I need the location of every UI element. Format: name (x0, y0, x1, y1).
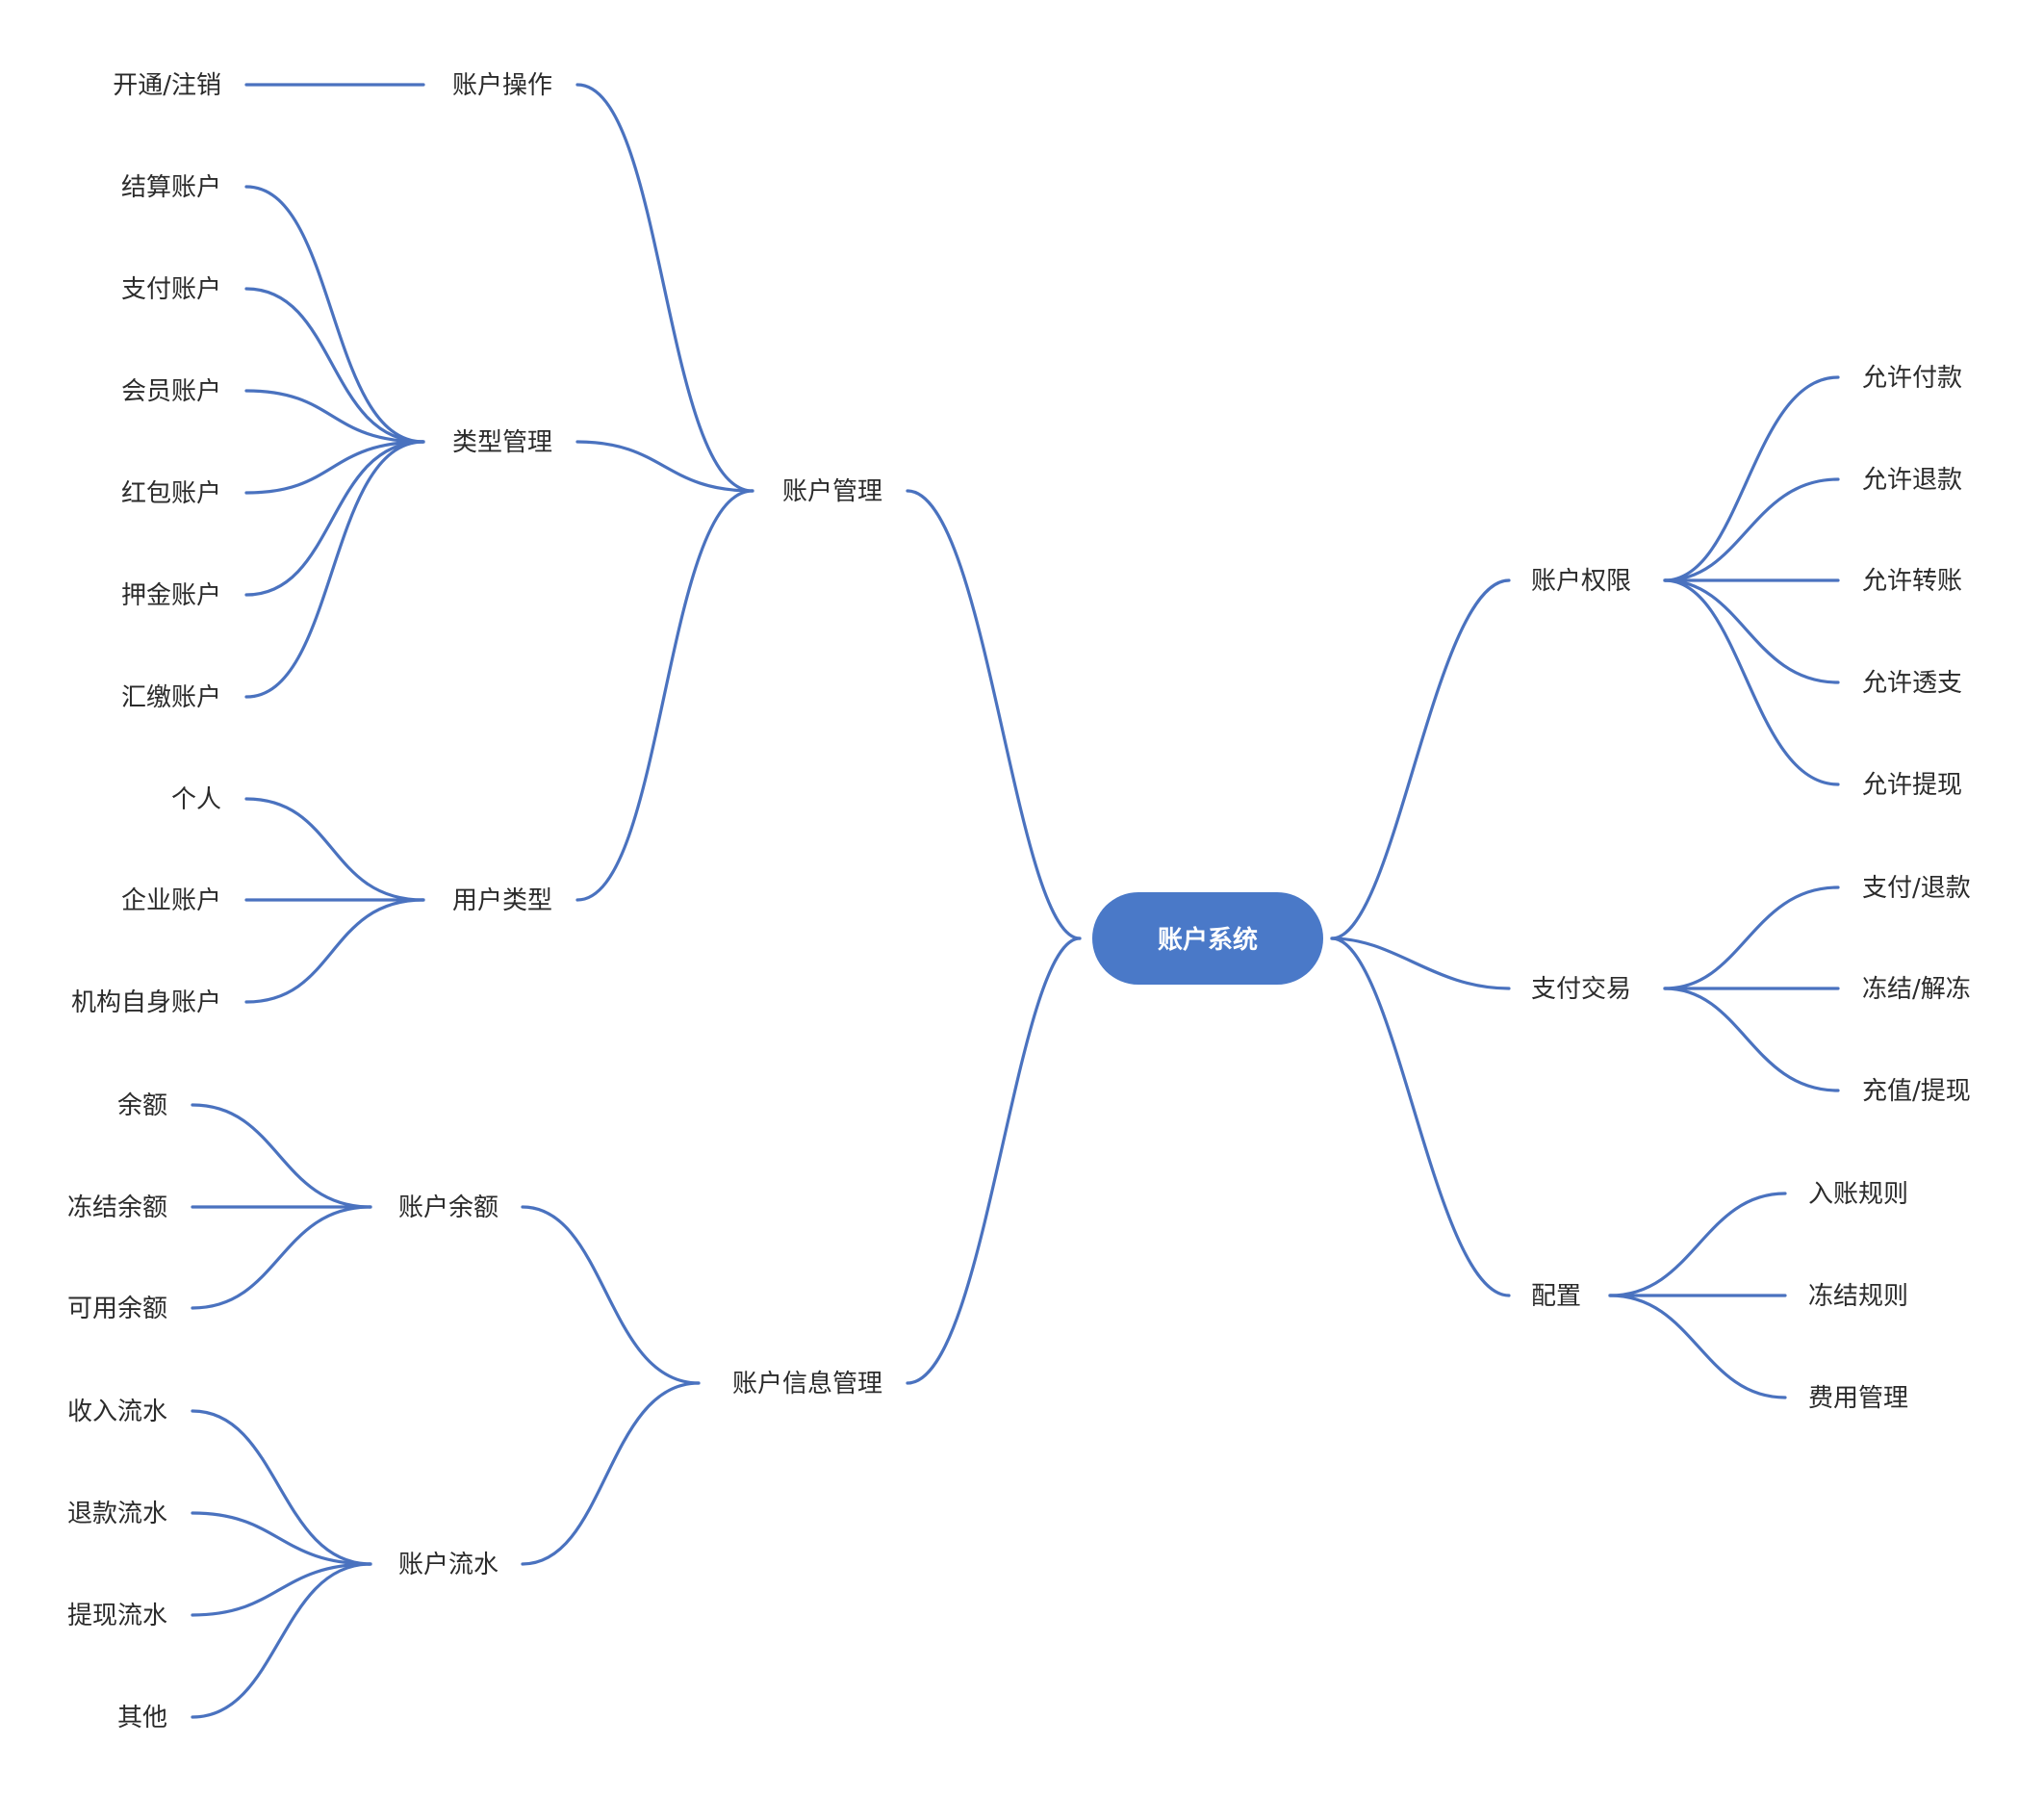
line-type-management-to-red-packet (244, 440, 425, 495)
line-permission-to-allow-withdraw (1663, 578, 1840, 786)
line-configuration-to-fee (1608, 1294, 1787, 1399)
leaf-personal[interactable]: 个人 (171, 785, 221, 814)
leaf-refund-flow[interactable]: 退款流水 (67, 1500, 167, 1528)
leaf-deposit-account[interactable]: 押金账户 (121, 581, 221, 610)
node-user-type[interactable]: 用户类型 (452, 886, 552, 915)
leaf-open-close[interactable]: 开通/注销 (113, 71, 221, 100)
leaf-recharge-withdraw[interactable]: 充值/提现 (1862, 1077, 1971, 1106)
node-account-operation[interactable]: 账户操作 (452, 71, 552, 100)
line-account-management-to-account-operation (575, 83, 754, 493)
line-root-to-account-permission (1330, 578, 1511, 940)
leaf-red-packet-account[interactable]: 红包账户 (121, 479, 221, 508)
connector-lines (191, 83, 1840, 1719)
node-configuration[interactable]: 配置 (1531, 1282, 1581, 1311)
line-info-management-to-flow (521, 1381, 701, 1566)
line-flow-to-income (191, 1409, 372, 1566)
root-label: 账户系统 (1158, 925, 1258, 955)
branch-payment-transaction: 支付交易 支付/退款 冻结/解冻 充值/提现 (1531, 874, 1971, 1106)
leaf-allow-refund[interactable]: 允许退款 (1862, 466, 1962, 495)
leaf-allow-pay[interactable]: 允许付款 (1862, 364, 1962, 393)
node-account-info-management[interactable]: 账户信息管理 (732, 1370, 882, 1398)
line-account-management-to-user-type (575, 489, 754, 902)
leaf-institution-account[interactable]: 机构自身账户 (71, 988, 221, 1017)
leaf-frozen-balance[interactable]: 冻结余额 (67, 1193, 167, 1222)
leaf-member-account[interactable]: 会员账户 (121, 377, 221, 406)
node-account-balance[interactable]: 账户余额 (398, 1193, 498, 1222)
line-info-management-to-balance (521, 1205, 701, 1385)
leaf-payment-account[interactable]: 支付账户 (121, 275, 221, 304)
branch-account-info-management: 账户信息管理 账户余额 余额 冻结余额 可用余额 账户流水 收入流水 退款流水 … (67, 1091, 882, 1732)
line-permission-to-allow-pay (1663, 375, 1840, 582)
leaf-available-balance[interactable]: 可用余额 (67, 1295, 167, 1323)
leaf-allow-transfer[interactable]: 允许转账 (1862, 567, 1962, 596)
node-type-management[interactable]: 类型管理 (452, 428, 552, 457)
line-user-type-to-institution (244, 898, 425, 1004)
line-root-to-payment-transaction (1330, 936, 1511, 990)
leaf-other[interactable]: 其他 (117, 1704, 167, 1732)
line-root-to-account-management (906, 489, 1082, 940)
node-account-permission[interactable]: 账户权限 (1531, 567, 1631, 596)
line-flow-to-other (191, 1562, 372, 1719)
line-permission-to-allow-overdraft (1663, 578, 1840, 684)
node-payment-transaction[interactable]: 支付交易 (1531, 975, 1631, 1004)
leaf-settlement-account[interactable]: 结算账户 (121, 173, 221, 202)
leaf-balance[interactable]: 余额 (117, 1091, 167, 1120)
line-permission-to-allow-refund (1663, 477, 1840, 582)
leaf-freeze-rule[interactable]: 冻结规则 (1808, 1282, 1908, 1311)
line-type-management-to-deposit (244, 440, 425, 597)
node-account-flow[interactable]: 账户流水 (398, 1551, 498, 1579)
leaf-pay-refund[interactable]: 支付/退款 (1862, 874, 1971, 903)
line-user-type-to-personal (244, 797, 425, 902)
leaf-fee-management[interactable]: 费用管理 (1808, 1384, 1908, 1413)
line-type-management-to-remittance (244, 440, 425, 699)
branch-account-permission: 账户权限 允许付款 允许退款 允许转账 允许透支 允许提现 (1531, 364, 1962, 800)
node-account-management[interactable]: 账户管理 (782, 477, 882, 506)
leaf-allow-withdraw[interactable]: 允许提现 (1862, 771, 1962, 800)
leaf-allow-overdraft[interactable]: 允许透支 (1862, 669, 1962, 698)
line-transaction-to-recharge-withdraw (1663, 987, 1840, 1092)
leaf-freeze-unfreeze[interactable]: 冻结/解冻 (1862, 975, 1971, 1004)
line-transaction-to-pay-refund (1663, 885, 1840, 990)
leaf-enterprise-account[interactable]: 企业账户 (121, 886, 221, 915)
line-type-management-to-settlement (244, 185, 425, 444)
branch-configuration: 配置 入账规则 冻结规则 费用管理 (1531, 1180, 1908, 1413)
line-root-to-configuration (1330, 936, 1511, 1297)
line-type-management-to-member (244, 389, 425, 444)
root-node[interactable]: 账户系统 (1092, 892, 1323, 985)
leaf-withdraw-flow[interactable]: 提现流水 (67, 1602, 167, 1630)
line-type-management-to-payment-account (244, 287, 425, 444)
line-root-to-account-info-management (906, 936, 1082, 1385)
leaf-income-flow[interactable]: 收入流水 (67, 1398, 167, 1426)
line-balance-to-available (191, 1205, 372, 1310)
line-flow-to-refund (191, 1511, 372, 1566)
root-pill (1092, 892, 1323, 985)
leaf-entry-rule[interactable]: 入账规则 (1808, 1180, 1908, 1209)
line-account-management-to-type-management (575, 440, 754, 493)
line-configuration-to-entry-rule (1608, 1192, 1787, 1297)
line-flow-to-withdraw (191, 1562, 372, 1617)
line-balance-to-balance (191, 1103, 372, 1209)
leaf-remittance-account[interactable]: 汇缴账户 (121, 683, 221, 712)
branch-account-management: 账户管理 账户操作 开通/注销 类型管理 结算账户 支付账户 会员账户 红包账户… (71, 71, 882, 1017)
